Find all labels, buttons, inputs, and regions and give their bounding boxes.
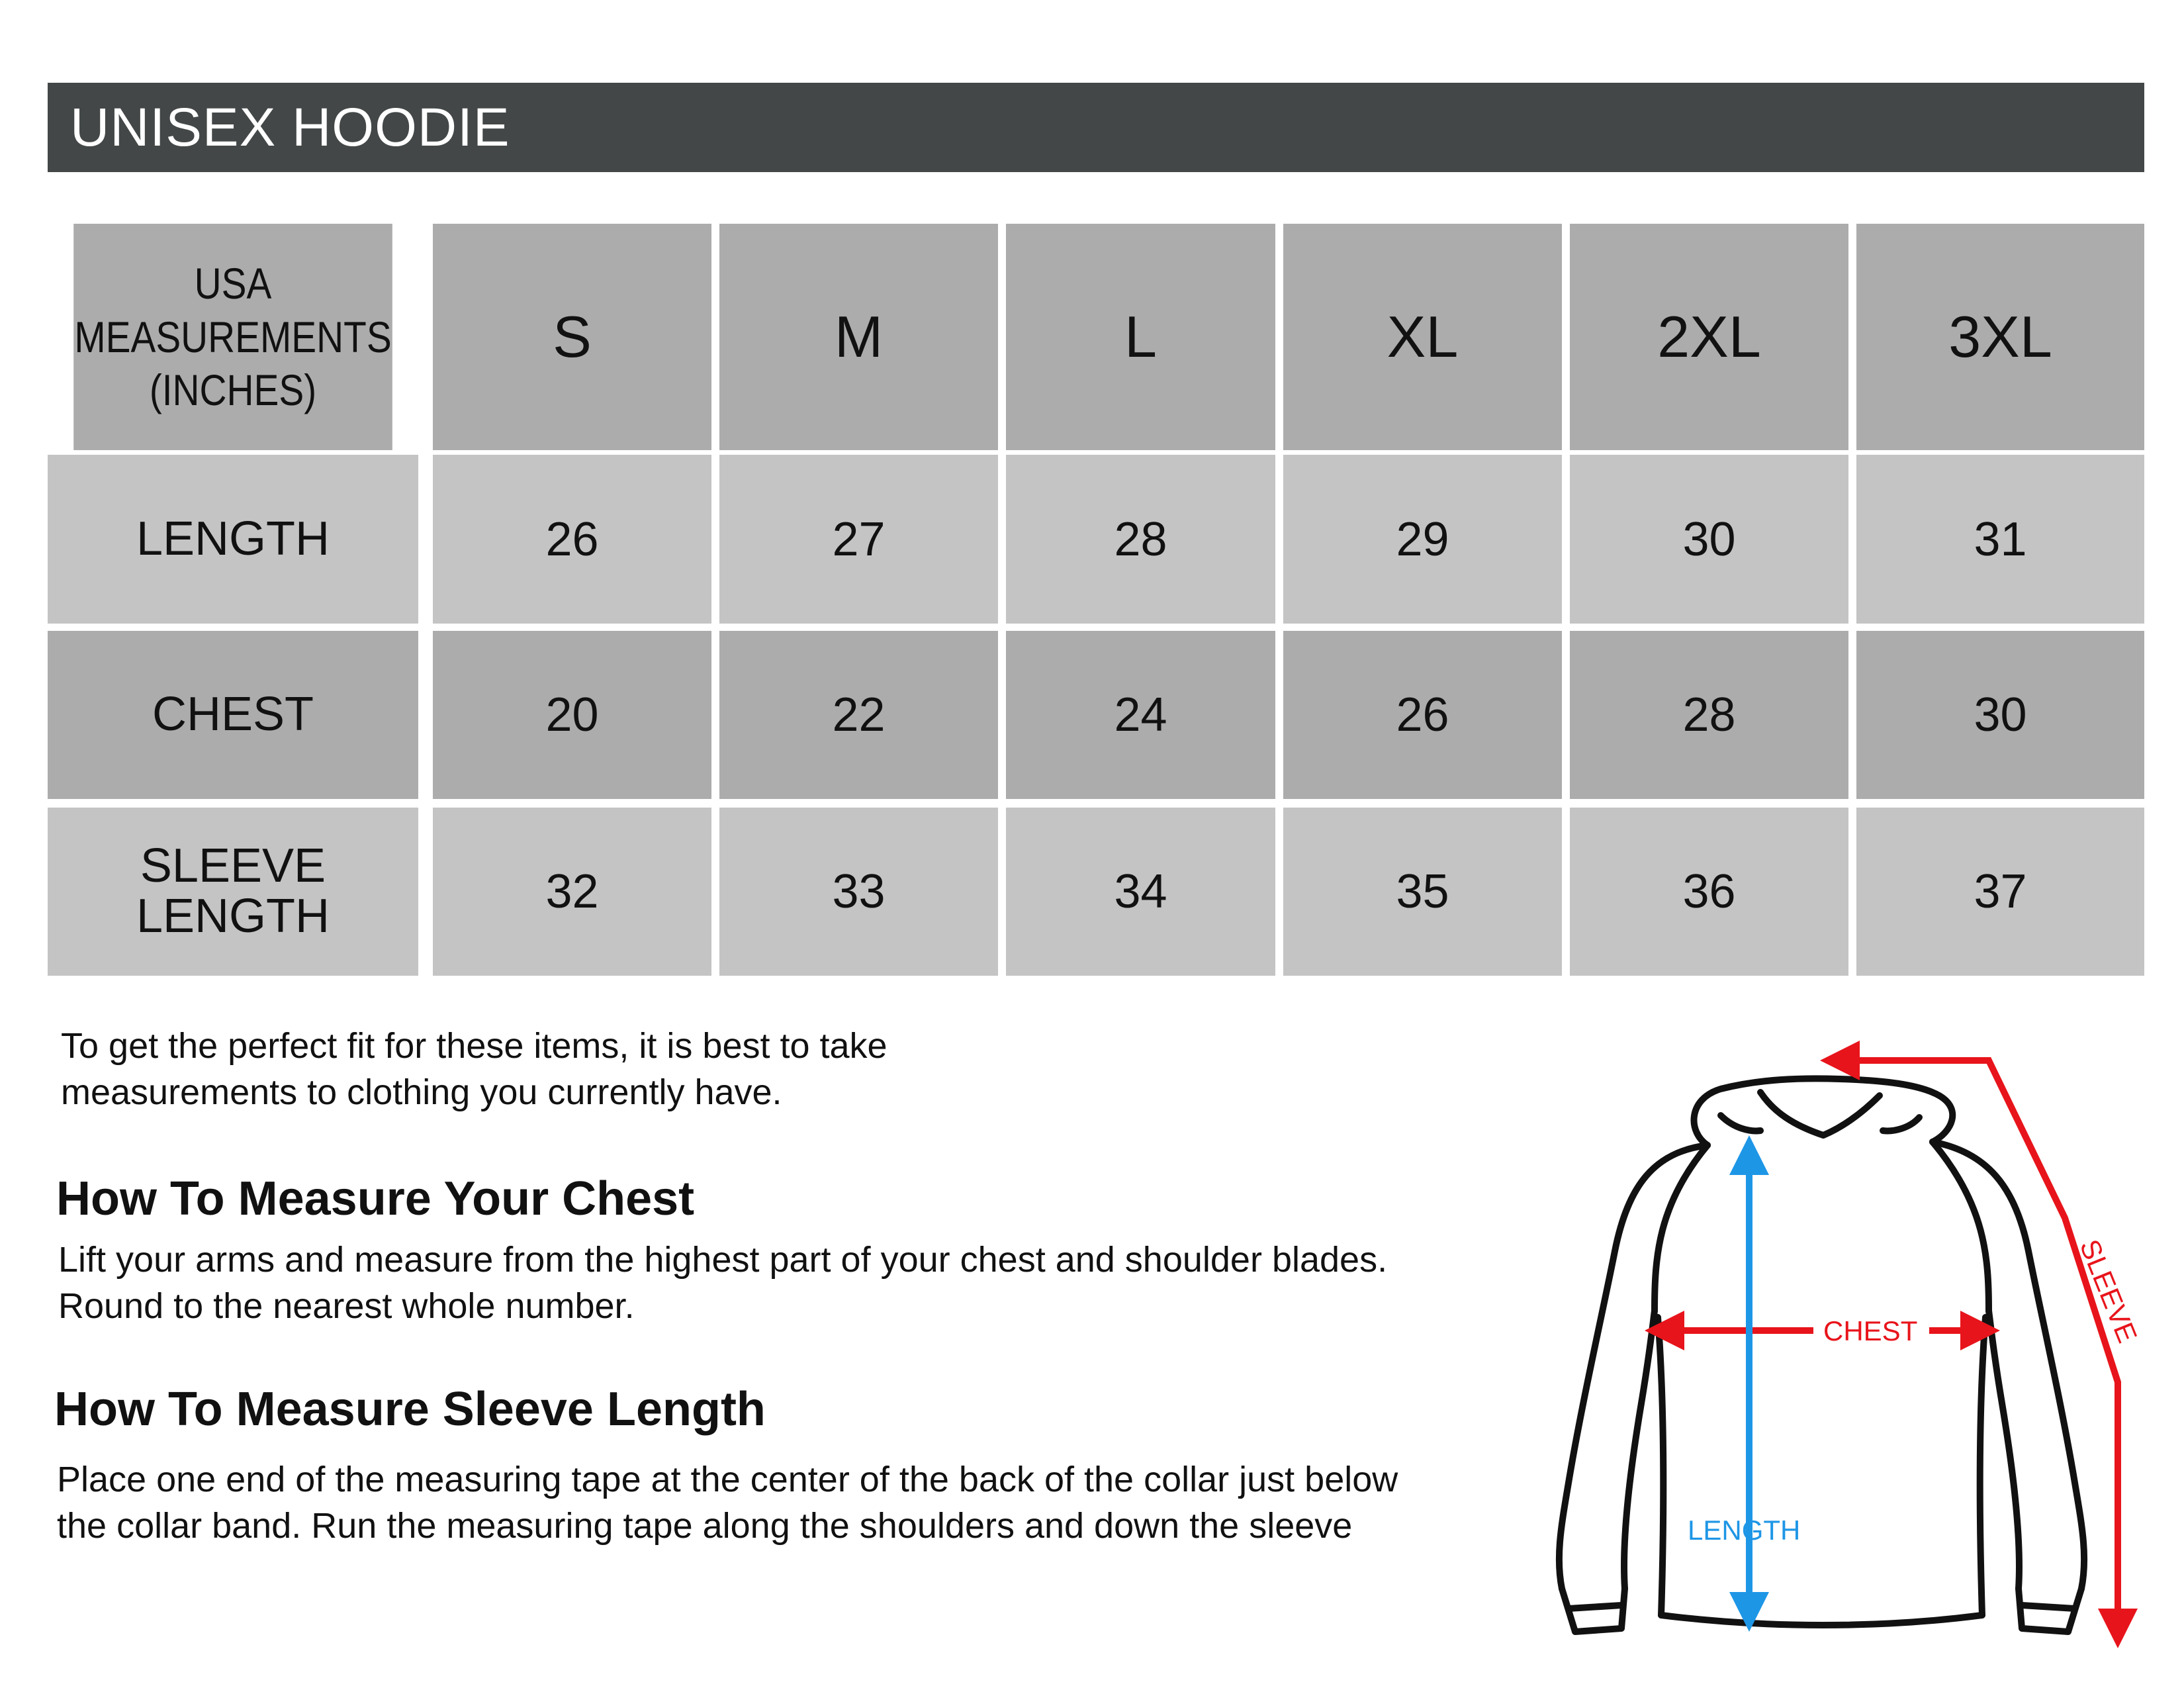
header-label-line: (INCHES) xyxy=(149,365,317,415)
header-label-line: MEASUREMENTS xyxy=(74,312,392,361)
intro-line: To get the perfect fit for these items, … xyxy=(61,1026,887,1066)
hoodie-outline-icon xyxy=(1555,1075,2088,1635)
sleeve-label: SLEEVE xyxy=(2074,1235,2144,1347)
size-header-m: M xyxy=(719,224,998,450)
sleeve-instructions: Place one end of the measuring tape at t… xyxy=(57,1456,1398,1549)
row-label-sleeve-length: SLEEVE LENGTH xyxy=(48,808,418,976)
header-label-line: USA xyxy=(194,259,272,308)
chest-instructions: Lift your arms and measure from the high… xyxy=(58,1237,1387,1329)
value-cell: 27 xyxy=(719,455,998,624)
sleeve-instruction-line: the collar band. Run the measuring tape … xyxy=(57,1506,1353,1546)
sleeve-instruction-line: Place one end of the measuring tape at t… xyxy=(57,1460,1398,1499)
value-cell: 32 xyxy=(433,808,711,976)
size-header-s: S xyxy=(433,224,711,450)
value-cell: 30 xyxy=(1856,631,2144,799)
chest-label: CHEST xyxy=(1823,1315,1917,1346)
size-header-2xl: 2XL xyxy=(1570,224,1848,450)
value-cell: 20 xyxy=(433,631,711,799)
value-cell: 26 xyxy=(1283,631,1562,799)
value-cell: 26 xyxy=(433,455,711,624)
page-title: UNISEX HOODIE xyxy=(70,97,510,158)
sleeve-heading: How To Measure Sleeve Length xyxy=(54,1383,766,1436)
value-cell: 33 xyxy=(719,808,998,976)
intro-line: measurements to clothing you currently h… xyxy=(61,1072,782,1112)
value-cell: 28 xyxy=(1570,631,1848,799)
value-cell: 36 xyxy=(1570,808,1848,976)
intro-text: To get the perfect fit for these items, … xyxy=(61,1023,887,1115)
length-label: LENGTH xyxy=(1688,1515,1800,1546)
value-cell: 30 xyxy=(1570,455,1848,624)
value-cell: 31 xyxy=(1856,455,2144,624)
row-label-line: LENGTH xyxy=(136,890,330,943)
value-cell: 29 xyxy=(1283,455,1562,624)
title-bar: UNISEX HOODIE xyxy=(48,83,2144,172)
size-header-xl: XL xyxy=(1283,224,1562,450)
chest-instruction-line: Round to the nearest whole number. xyxy=(58,1286,635,1326)
value-cell: 35 xyxy=(1283,808,1562,976)
size-header-l: L xyxy=(1006,224,1275,450)
header-label-cell: USA MEASUREMENTS (INCHES) xyxy=(73,224,392,450)
value-cell: 34 xyxy=(1006,808,1275,976)
value-cell: 37 xyxy=(1856,808,2144,976)
chest-instruction-line: Lift your arms and measure from the high… xyxy=(58,1240,1388,1280)
row-label-length: LENGTH xyxy=(48,455,418,624)
value-cell: 22 xyxy=(719,631,998,799)
row-label-chest: CHEST xyxy=(48,631,418,799)
sleeve-arrow xyxy=(1820,1041,2138,1648)
value-cell: 24 xyxy=(1006,631,1275,799)
row-label-line: SLEEVE xyxy=(140,839,326,893)
size-header-3xl: 3XL xyxy=(1856,224,2144,450)
hoodie-diagram: SLEEVE CHEST LENGTH xyxy=(1555,1041,2144,1648)
chest-heading: How To Measure Your Chest xyxy=(56,1172,695,1225)
value-cell: 28 xyxy=(1006,455,1275,624)
